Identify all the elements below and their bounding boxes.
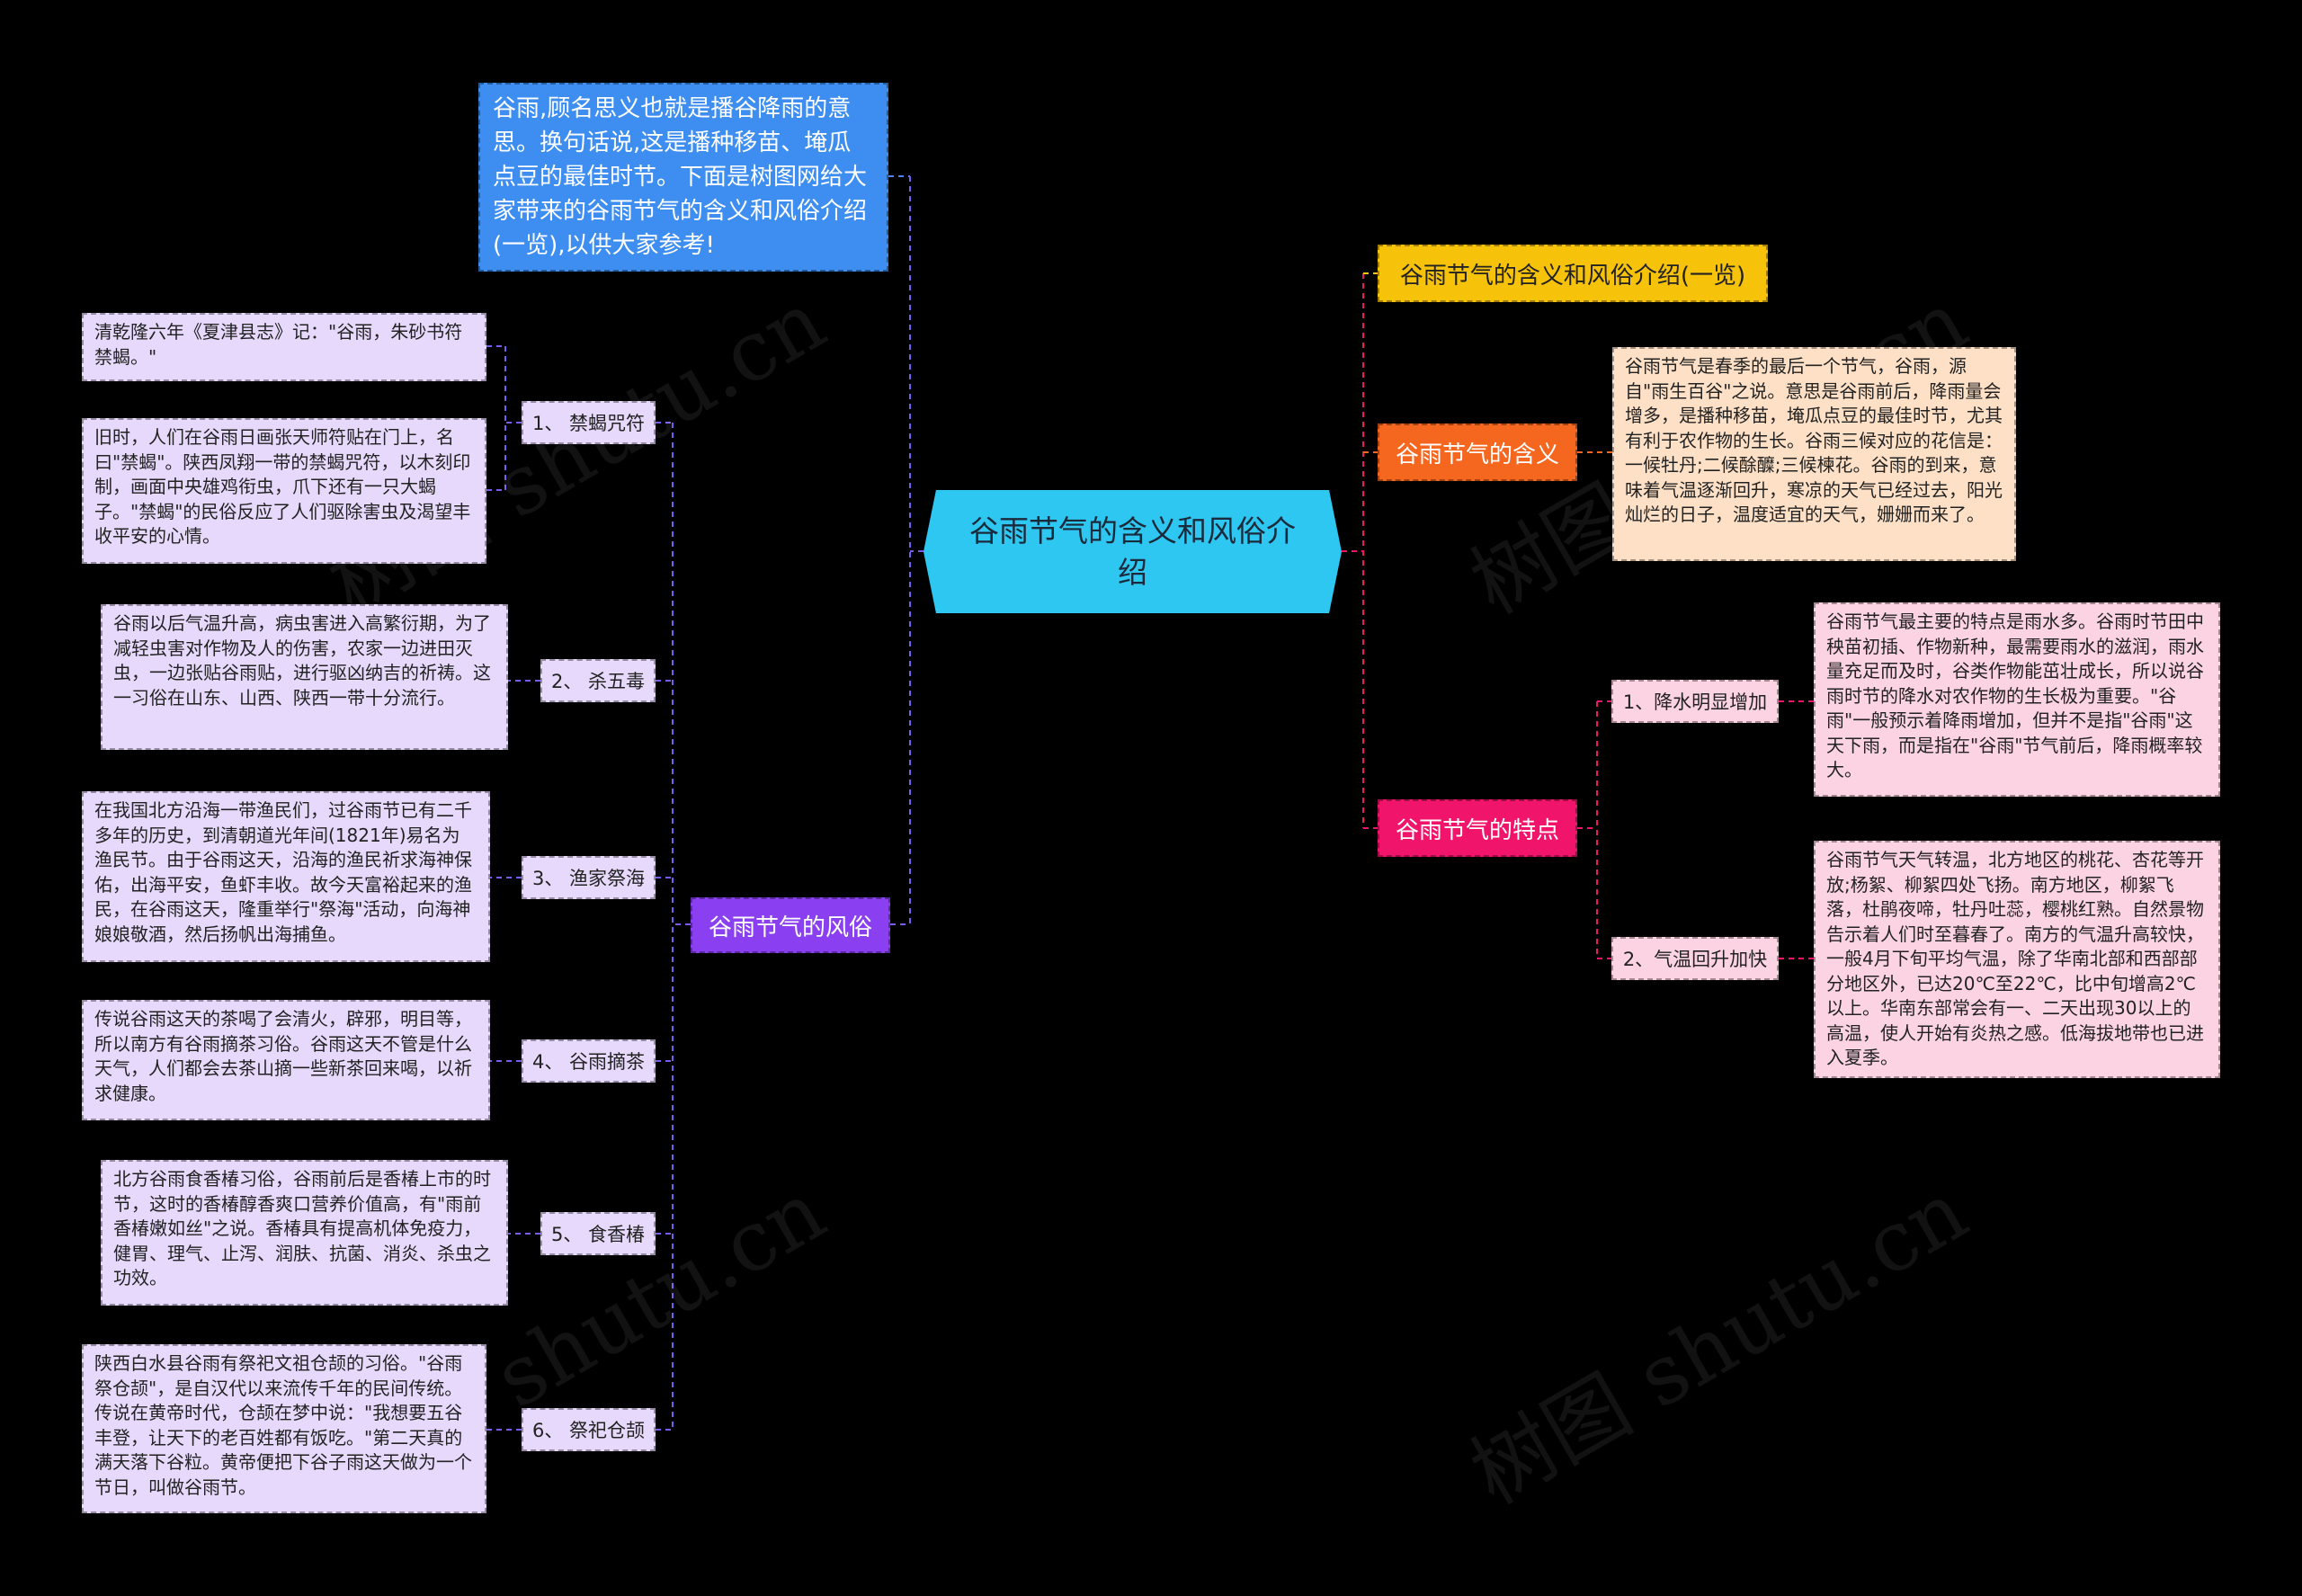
features-leaf-1[interactable]: 谷雨节气最主要的特点是雨水多。谷雨时节田中秧苗初插、作物新种，最需要雨水的滋润，… [1814, 602, 2220, 797]
intro-node[interactable]: 谷雨,顾名思义也就是播谷降雨的意思。换句话说,这是播种移苗、埯瓜点豆的最佳时节。… [478, 83, 888, 272]
features-item-1[interactable]: 1、降水明显增加 [1611, 680, 1779, 723]
meaning-leaf[interactable]: 谷雨节气是春季的最后一个节气，谷雨，源自"雨生百谷"之说。意思是谷雨前后，降雨量… [1612, 347, 2016, 561]
customs-leaf-1b[interactable]: 旧时，人们在谷雨日画张天师符贴在门上，名曰"禁蝎"。陕西凤翔一带的禁蝎咒符，以木… [82, 418, 486, 564]
customs-item-4[interactable]: 4、 谷雨摘茶 [522, 1039, 656, 1083]
customs-leaf-2[interactable]: 谷雨以后气温升高，病虫害进入高繁衍期，为了减轻虫害对作物及人的伤害，农家一边进田… [101, 604, 508, 750]
central-topic[interactable]: 谷雨节气的含义和风俗介绍 [923, 490, 1342, 613]
features-item-2[interactable]: 2、气温回升加快 [1611, 937, 1779, 980]
customs-item-6[interactable]: 6、 祭祀仓颉 [522, 1408, 656, 1451]
features-leaf-2[interactable]: 谷雨节气天气转温，北方地区的桃花、杏花等开放;杨絮、柳絮四处飞扬。南方地区，柳絮… [1814, 841, 2220, 1078]
title-node[interactable]: 谷雨节气的含义和风俗介绍(一览) [1378, 245, 1768, 302]
customs-leaf-4[interactable]: 传说谷雨这天的茶喝了会清火，辟邪，明目等，所以南方有谷雨摘茶习俗。谷雨这天不管是… [82, 1000, 490, 1120]
customs-item-3[interactable]: 3、 渔家祭海 [522, 856, 656, 899]
customs-leaf-3[interactable]: 在我国北方沿海一带渔民们，过谷雨节已有二千多年的历史，到清朝道光年间(1821年… [82, 791, 490, 962]
features-node[interactable]: 谷雨节气的特点 [1378, 799, 1577, 857]
customs-leaf-5[interactable]: 北方谷雨食香椿习俗，谷雨前后是香椿上市的时节，这时的香椿醇香爽口营养价值高，有"… [101, 1160, 508, 1306]
meaning-node[interactable]: 谷雨节气的含义 [1378, 424, 1577, 481]
customs-item-1[interactable]: 1、 禁蝎咒符 [522, 401, 656, 444]
customs-item-2[interactable]: 2、 杀五毒 [540, 659, 656, 702]
customs-node[interactable]: 谷雨节气的风俗 [691, 897, 890, 953]
customs-item-5[interactable]: 5、 食香椿 [540, 1212, 656, 1255]
customs-leaf-6[interactable]: 陕西白水县谷雨有祭祀文祖仓颉的习俗。"谷雨祭仓颉"，是自汉代以来流传千年的民间传… [82, 1344, 486, 1513]
customs-leaf-1a[interactable]: 清乾隆六年《夏津县志》记："谷雨，朱砂书符禁蝎。" [82, 313, 486, 381]
